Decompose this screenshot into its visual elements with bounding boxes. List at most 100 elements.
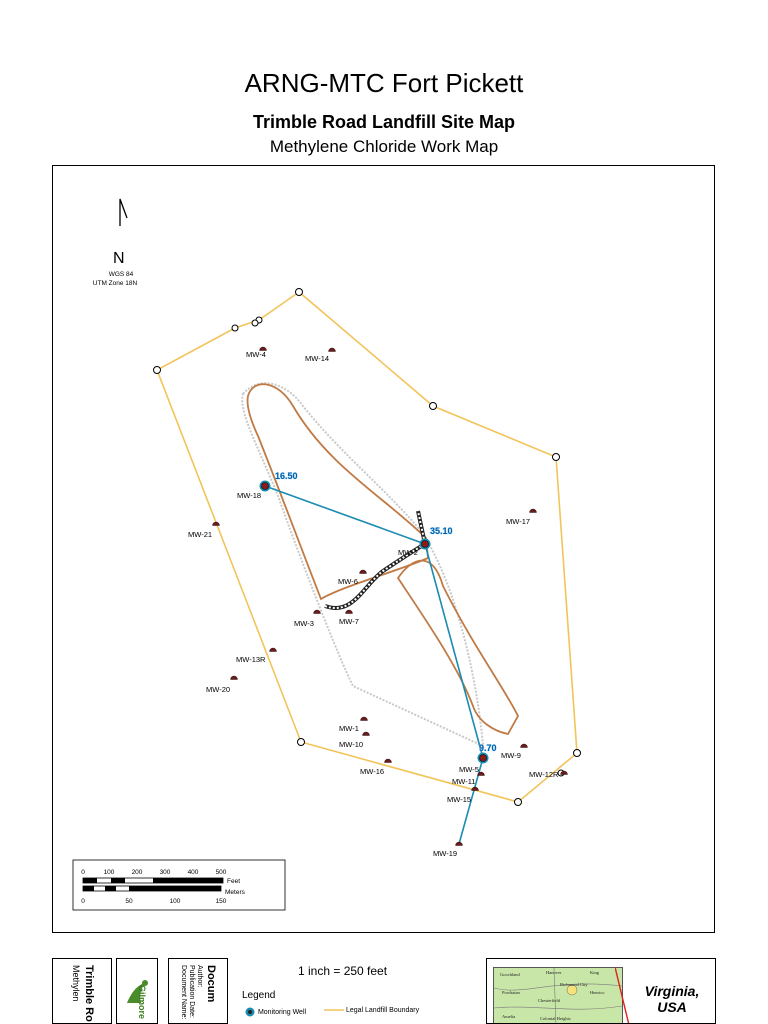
- well-label-mw-2: MW-2: [398, 548, 418, 557]
- zone-label: UTM Zone 18N: [93, 280, 138, 287]
- monitoring-well-mw-14[interactable]: [328, 347, 336, 352]
- monitoring-well-mw-4[interactable]: [259, 346, 267, 351]
- doc-author: Author:: [196, 965, 203, 988]
- monitoring-well-mw-15[interactable]: [471, 786, 479, 791]
- inset-place-label: Richmond City: [560, 982, 588, 987]
- well-label-mw-16: MW-16: [360, 767, 384, 776]
- well-label-mw-15: MW-15: [447, 795, 471, 804]
- doc-heading: Docum: [205, 965, 217, 1003]
- well-label-mw-20: MW-20: [206, 685, 230, 694]
- title-block-text: Trimble Ro: [83, 965, 95, 1022]
- gecko-logo-icon: [127, 980, 148, 1003]
- scalebar-feet-tick: 0: [81, 869, 85, 876]
- monitoring-wells: [212, 346, 568, 846]
- scalebar-feet-tick: 500: [216, 869, 227, 876]
- north-arrow-icon: N: [113, 198, 128, 267]
- well-label-mw-13r: MW-13R: [236, 655, 266, 664]
- legend-label-boundary: Legal Landfill Boundary: [345, 1006, 420, 1014]
- well-label-mw-12r: MW-12R: [529, 770, 559, 779]
- monitoring-well-mw-1[interactable]: [360, 716, 368, 721]
- survey-points: [153, 288, 581, 806]
- monitoring-well-mw-7[interactable]: [345, 609, 353, 614]
- legal-landfill-boundary: [155, 290, 578, 803]
- well-label-mw-21: MW-21: [188, 530, 212, 539]
- legend-item-boundary: Legal Landfill Boundary: [324, 1006, 419, 1014]
- scalebar-meter-unit: Meters: [225, 889, 246, 896]
- scalebar-meter-tick: 150: [216, 898, 227, 905]
- map-title: ARNG-MTC Fort Pickett: [244, 68, 524, 98]
- monitoring-well-mw-3[interactable]: [313, 609, 321, 614]
- concentration-mw-2: 35.10: [430, 526, 453, 536]
- title-block-sub: Methylen: [71, 965, 81, 1002]
- well-label-mw-17: MW-17: [506, 517, 530, 526]
- boundary-line-icon: [324, 1009, 344, 1011]
- scalebar-feet-tick: 200: [132, 869, 143, 876]
- well-label-mw-1: MW-1: [339, 724, 359, 733]
- monitoring-well-mw-9[interactable]: [520, 743, 528, 748]
- doc-pub-date: Publication Date:: [188, 965, 195, 1018]
- well-label-mw-6: MW-6: [338, 577, 358, 586]
- monitoring-well-mw-13r[interactable]: [269, 647, 277, 652]
- well-label-mw-14: MW-14: [305, 354, 329, 363]
- legend-heading: Legend: [242, 990, 276, 1001]
- inset-label: Virginia, USA: [637, 983, 707, 1015]
- well-label-mw-7: MW-7: [339, 617, 359, 626]
- logo-text: Gilmore: [137, 985, 147, 1020]
- concentration-labels: 16.50 35.10 9.70: [275, 471, 497, 754]
- doc-name: Document Name:: [180, 965, 187, 1020]
- well-label-mw-11: MW-11: [452, 777, 475, 786]
- inset-label-line2: USA: [657, 999, 687, 1015]
- legend-item-monitoring-well: Monitoring Well: [244, 1006, 306, 1018]
- monitoring-well-mw-16[interactable]: [384, 758, 392, 763]
- inset-place-label: Henrico: [590, 990, 605, 995]
- well-label-mw-10: MW-10: [339, 740, 363, 749]
- inset-place-label: Powhatan: [502, 990, 520, 995]
- concentration-mw-5: 9.70: [479, 743, 497, 753]
- title-block: Trimble Ro Methylen: [52, 958, 112, 1024]
- well-label-mw-4: MW-4: [246, 350, 266, 359]
- landfill-footprint: [241, 382, 485, 748]
- concentration-mw-18: 16.50: [275, 471, 298, 481]
- waste-cell-north: [246, 383, 429, 601]
- inset-place-label: King: [590, 970, 600, 975]
- monitoring-well-mw-17[interactable]: [529, 508, 537, 513]
- well-label-mw-19: MW-19: [433, 849, 457, 858]
- monitoring-well-mw-11[interactable]: [477, 771, 485, 776]
- well-label-mw-5: MW-5: [459, 765, 479, 774]
- monitoring-well-mw-20[interactable]: [230, 675, 238, 680]
- logo-block: Gilmore: [116, 958, 158, 1024]
- monitoring-well-mw-5[interactable]: [477, 752, 489, 764]
- inset-place-label: Goochland: [500, 972, 520, 977]
- monitoring-well-mw-6[interactable]: [359, 569, 367, 574]
- monitoring-well-mw-19[interactable]: [455, 841, 463, 846]
- scalebar-meter-tick: 100: [170, 898, 181, 905]
- waste-cell-south: [396, 559, 520, 736]
- north-letter: N: [113, 250, 125, 267]
- well-label-mw-18: MW-18: [237, 491, 261, 500]
- well-label-mw-3: MW-3: [294, 619, 314, 628]
- site-title: Trimble Road Landfill Site Map: [252, 112, 516, 132]
- monitoring-well-mw-2[interactable]: [419, 538, 431, 550]
- monitoring-well-mw-12r[interactable]: [560, 770, 568, 775]
- inset-place-label: Colonial Heights: [540, 1016, 571, 1021]
- legend-block: 1 inch = 250 feet Legend Monitoring Well…: [232, 958, 482, 1024]
- scalebar-feet-tick: 300: [160, 869, 171, 876]
- map-subtitle: Methylene Chloride Work Map: [269, 137, 499, 156]
- scalebar-feet-tick: 100: [104, 869, 115, 876]
- inset-place-label: Hanover: [546, 970, 562, 975]
- scalebar-meter-tick: 50: [125, 898, 133, 905]
- monitoring-well-mw-21[interactable]: [212, 521, 220, 526]
- monitoring-well-mw-18[interactable]: [259, 480, 271, 492]
- inset-label-line1: Virginia,: [644, 983, 700, 999]
- monitoring-well-mw-10[interactable]: [362, 731, 370, 736]
- datum-label: WGS 84: [109, 271, 134, 278]
- scalebar-feet-tick: 400: [188, 869, 199, 876]
- monitoring-well-icon: [245, 1007, 255, 1017]
- inset-pointer: [615, 966, 630, 1023]
